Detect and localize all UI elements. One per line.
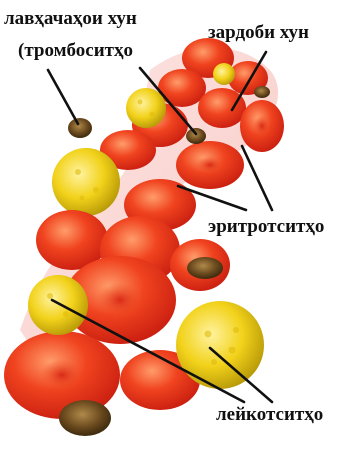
erythrocyte-center <box>196 156 224 174</box>
pointer-erythrocyte-b <box>242 146 272 210</box>
platelet <box>254 86 270 98</box>
platelet <box>186 128 206 144</box>
label-leukocytes: лейкотситҳо <box>216 404 323 425</box>
label-platelets-line2: (тромбоситҳо <box>18 40 133 61</box>
label-platelets-line1: лавҳачаҳои хун <box>4 8 137 29</box>
leukocyte <box>176 301 264 389</box>
pointer-platelet-a <box>48 70 78 124</box>
leukocyte <box>213 63 235 85</box>
label-erythrocytes: эритротситҳо <box>208 216 324 237</box>
leukocyte <box>28 275 88 335</box>
platelet <box>187 257 223 279</box>
erythrocyte-center <box>40 359 84 391</box>
leukocyte <box>52 148 120 216</box>
erythrocyte-center <box>96 282 144 318</box>
erythrocyte <box>198 88 246 128</box>
erythrocyte <box>158 69 206 107</box>
platelet <box>59 400 111 436</box>
leukocyte <box>126 88 166 128</box>
platelet <box>68 118 92 138</box>
label-plasma: зардоби хун <box>208 22 309 43</box>
erythrocyte-center <box>253 115 271 137</box>
